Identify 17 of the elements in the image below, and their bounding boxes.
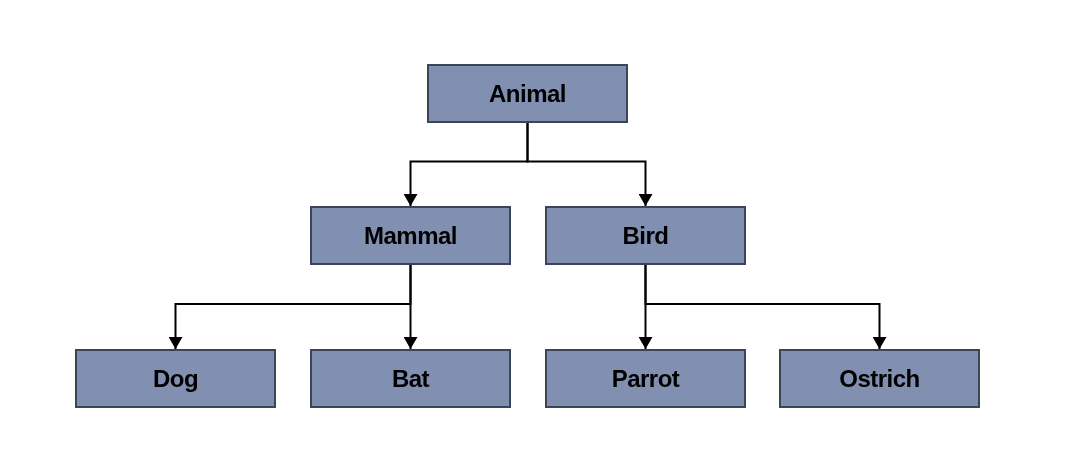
node-label: Mammal — [363, 221, 457, 250]
arrow — [403, 264, 418, 350]
class-box — [310, 206, 511, 265]
arrow — [526, 122, 653, 207]
class-box — [545, 206, 746, 265]
node-label: Ostrich — [839, 364, 920, 393]
class-box — [779, 349, 980, 408]
node-label: Bird — [622, 221, 669, 250]
arrow — [644, 264, 887, 350]
class-box — [75, 349, 276, 408]
node-label: Dog — [152, 364, 199, 393]
class-box — [427, 64, 628, 123]
node-label: Bat — [391, 364, 430, 393]
class-box — [310, 349, 511, 408]
class-box — [545, 349, 746, 408]
node-label: Parrot — [611, 364, 680, 393]
node-label: Animal — [489, 79, 566, 108]
